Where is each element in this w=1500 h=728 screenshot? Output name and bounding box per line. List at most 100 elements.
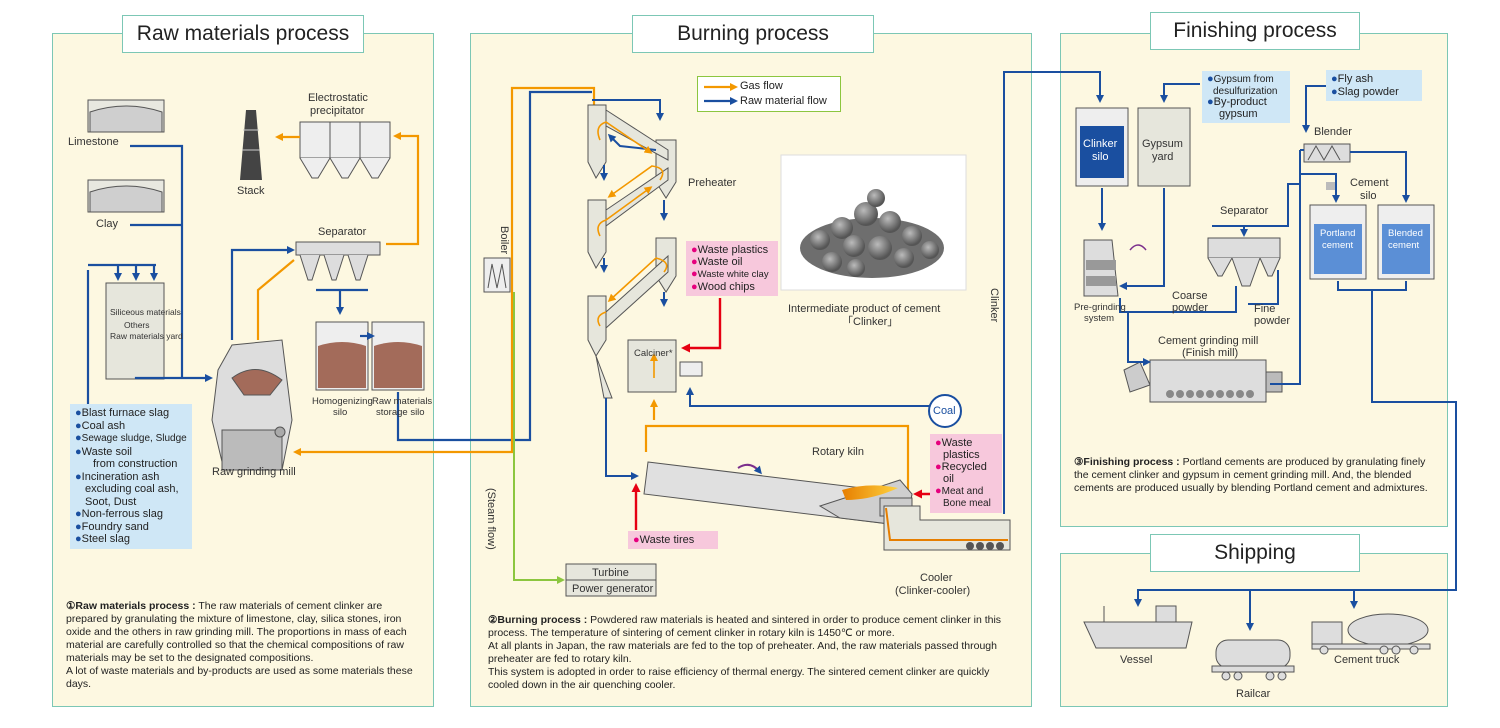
gypsum-source-item-cont: desulfurization (1213, 85, 1278, 97)
finishing-title: Finishing process (1150, 12, 1360, 50)
preheater-tower (587, 104, 677, 399)
burning-description: ②Burning process : Powdered raw material… (488, 614, 1002, 691)
preheater-gas-lines (597, 121, 668, 378)
raw-waste-item-cont: excluding coal ash, (85, 483, 179, 495)
stack-label: Stack (237, 185, 265, 197)
clinker-silo-label-2: silo (1092, 151, 1109, 163)
portland-silo (1309, 204, 1367, 280)
kiln-waste-item: ●Waste (935, 437, 973, 449)
raw-storage-silo (371, 321, 425, 391)
kiln-waste-item: ●Recycled (935, 461, 987, 473)
railcar-label: Railcar (1236, 688, 1271, 700)
fine-powder-label-1: Fine (1254, 303, 1276, 315)
rotary-kiln (643, 461, 913, 527)
cement-silo-label-2: silo (1360, 190, 1377, 202)
electrostatic-precipitator (299, 121, 391, 179)
finishing-flow-lines (1098, 83, 1457, 631)
vessel-icon (1083, 605, 1193, 649)
waste-tires-box: ●Waste tires (628, 531, 718, 549)
raw-waste-item: ●Blast furnace slag (75, 407, 170, 419)
boiler (483, 257, 511, 293)
truck-label: Cement truck (1334, 654, 1400, 666)
calciner-waste-item: ●Waste plastics (691, 244, 769, 256)
gypsum-source-item: ●Gypsum from (1207, 73, 1274, 85)
coarse-powder-label-1: Coarse (1172, 290, 1208, 302)
storage-silo-label-2: storage silo (376, 407, 425, 418)
finishing-description: ③Finishing process : Portland cements ar… (1074, 456, 1428, 494)
cement-mill-label-1: Cement grinding mill (1158, 335, 1259, 347)
limestone-pile (87, 99, 165, 133)
kiln-waste-item: ●Meat and (935, 485, 984, 497)
clinker-photo (780, 154, 967, 291)
raw-waste-box: ●Blast furnace slag ●Coal ash ●Sewage sl… (70, 404, 192, 549)
gypsum-yard-label-2: yard (1152, 151, 1174, 163)
pregrinding-label-2: system (1084, 313, 1115, 324)
coal-bin (928, 394, 962, 428)
gypsum-source-item-cont: gypsum (1219, 107, 1258, 120)
clay-label: Clay (96, 218, 119, 230)
turbine-label: Turbine (592, 567, 629, 579)
burning-panel (470, 33, 1032, 707)
flow-legend: Gas flow Raw material flow (697, 76, 841, 112)
raw-separator (295, 241, 381, 281)
cement-silo-label-1: Cement (1350, 177, 1389, 189)
raw-waste-item: ●Foundry sand (75, 520, 149, 533)
waste-tires-item: ●Waste tires (633, 534, 695, 546)
legend-gas-label: Gas flow (740, 80, 783, 92)
raw-separator-label: Separator (318, 226, 367, 238)
admixture-item: ●Slag powder (1331, 85, 1399, 98)
pre-grinding-system (1083, 239, 1119, 297)
storage-silo-label-1: Raw materials (372, 396, 433, 407)
legend-raw-label: Raw material flow (740, 95, 827, 107)
calciner-waste-item: ●Wood chips (691, 281, 755, 293)
kiln-waste-item-cont: Bone meal (943, 498, 991, 509)
blended-label-2: cement (1388, 240, 1420, 251)
siliceous-label-3: Raw materials yard (110, 331, 183, 341)
burning-title: Burning process (632, 15, 874, 53)
portland-label-1: Portland (1320, 228, 1356, 239)
electrostatic-label-1: Electrostatic (308, 92, 368, 104)
homogenizing-label-1: Homogenizing (312, 396, 373, 407)
coal-label: Coal (933, 405, 956, 417)
fine-powder-label-2: powder (1254, 315, 1291, 327)
cooler-label-1: Cooler (920, 572, 953, 584)
raw-materials-yard (105, 282, 165, 380)
pregrinding-label-1: Pre-grinding (1074, 302, 1126, 313)
cement-truck-icon (1311, 613, 1431, 655)
vessel-label: Vessel (1120, 654, 1153, 666)
shipping-title: Shipping (1150, 534, 1360, 572)
gypsum-source-box: ●Gypsum from desulfurization ●By-product… (1202, 71, 1290, 123)
raw-waste-item: ●Coal ash (75, 419, 126, 432)
clay-pile (87, 179, 165, 213)
blended-label-1: Blended (1388, 228, 1423, 239)
siliceous-label-2: Others (124, 320, 150, 330)
raw-flow-lines (86, 90, 592, 442)
stack (240, 110, 262, 180)
clinker-flow-label: Clinker (988, 288, 1000, 323)
boiler-label: Boiler (498, 226, 510, 255)
intermediate-label-1: Intermediate product of cement (788, 303, 941, 315)
raw-waste-item-cont: Soot, Dust (85, 495, 137, 508)
clinker-cooler (883, 505, 1011, 551)
kiln-waste-box: ●Waste plastics ●Recycled oil ●Meat and … (930, 434, 1002, 513)
raw-waste-item: ●Sewage sludge, Sludge (75, 432, 187, 444)
raw-waste-item: ●Non-ferrous slag (75, 508, 163, 520)
blended-silo (1377, 204, 1435, 280)
rotary-kiln-label: Rotary kiln (812, 446, 864, 458)
calciner-label: Calciner* (634, 348, 673, 359)
calciner-waste-item: ●Waste white clay (691, 268, 769, 280)
gypsum-yard-label-1: Gypsum (1142, 138, 1183, 150)
raw-waste-item: ●Steel slag (75, 533, 130, 545)
clinker-silo-label-1: Clinker (1083, 138, 1118, 150)
siliceous-label-1: Siliceous materials (110, 307, 181, 317)
blender-label: Blender (1314, 126, 1352, 138)
raw-waste-item-cont: from construction (93, 458, 178, 470)
steam-flow-label: (Steam flow) (485, 488, 497, 550)
calciner-waste-item: ●Waste oil (691, 256, 743, 268)
gypsum-source-item: ●By-product (1207, 96, 1267, 108)
coarse-powder-label-2: powder (1172, 302, 1209, 314)
homogenizing-silo (315, 321, 369, 391)
pre-grinding-motor-icon (1129, 244, 1147, 251)
finish-separator (1207, 237, 1281, 287)
